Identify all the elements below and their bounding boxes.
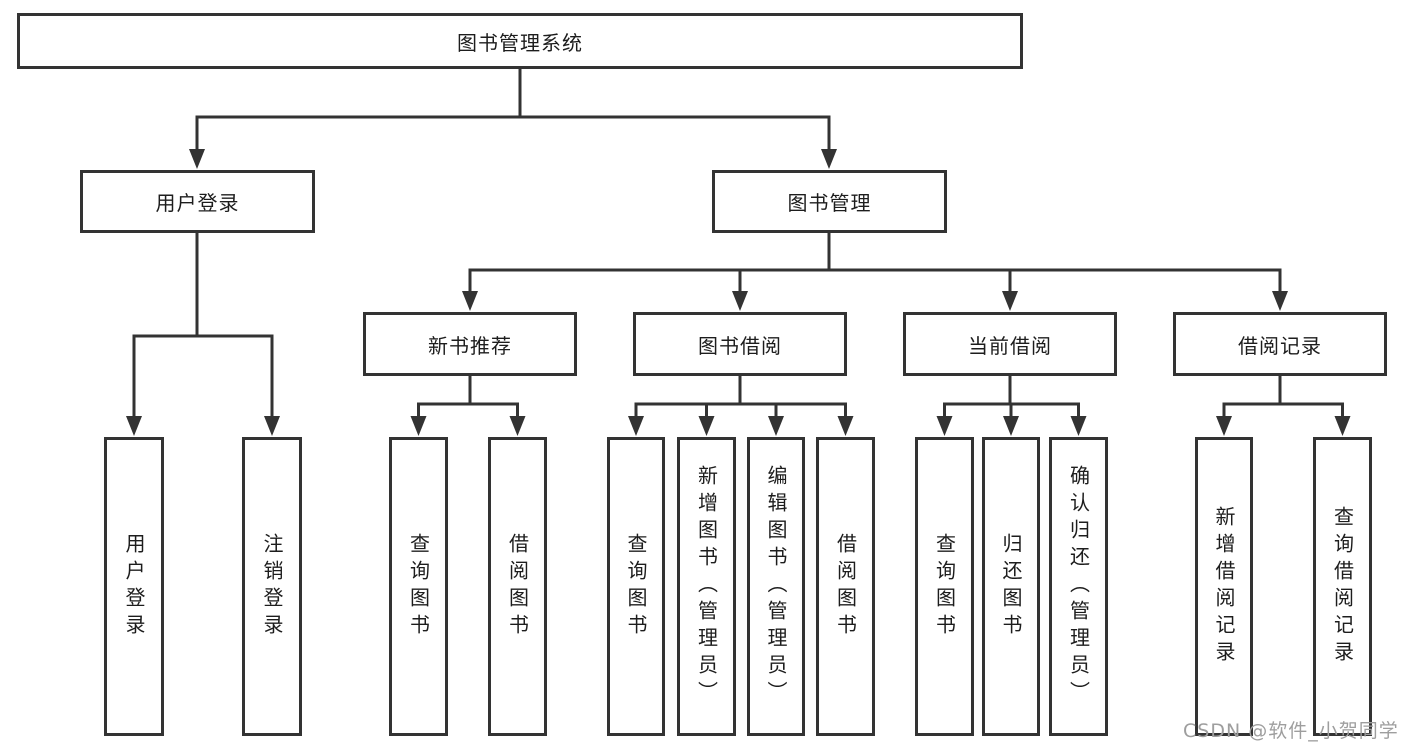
leaf-query-borrow-record: 查询借阅记录 [1313, 437, 1372, 736]
leaf-add-book-admin: 新增图书（管理员） [677, 437, 736, 736]
watermark-text: CSDN @软件_小贺同学 [1183, 720, 1399, 742]
node-current-borrowing: 当前借阅 [903, 312, 1117, 376]
leaf-borrow-books-recommend-label: 借阅图书 [505, 532, 530, 641]
leaf-query-books-borrow-label: 查询图书 [624, 532, 648, 641]
node-book-management: 图书管理 [712, 170, 947, 233]
leaf-return-books-label: 归还图书 [999, 532, 1023, 641]
node-user-login: 用户登录 [80, 170, 315, 233]
leaf-user-login: 用户登录 [104, 437, 164, 736]
connector-book-borrow-fan [634, 376, 847, 419]
leaf-query-books-current: 查询图书 [915, 437, 974, 736]
leaf-add-borrow-record: 新增借阅记录 [1195, 437, 1253, 736]
leaf-borrow-books-borrow: 借阅图书 [816, 437, 875, 736]
leaf-confirm-return-admin: 确认归还（管理员） [1049, 437, 1108, 736]
leaf-logout: 注销登录 [242, 437, 302, 736]
node-borrowing-records: 借阅记录 [1173, 312, 1387, 376]
leaf-add-borrow-record-label: 新增借阅记录 [1212, 505, 1236, 668]
leaf-return-books: 归还图书 [982, 437, 1040, 736]
leaf-query-books-borrow: 查询图书 [607, 437, 665, 736]
connector-root-fan [195, 69, 831, 152]
leaf-add-book-admin-label: 新增图书（管理员） [694, 465, 719, 708]
arrowheads [126, 149, 1351, 436]
leaf-logout-label: 注销登录 [260, 532, 284, 641]
node-book-borrowing: 图书借阅 [633, 312, 847, 376]
connector-book-management-fan [468, 233, 1282, 294]
connector-current-borrow-fan [943, 376, 1080, 419]
leaf-user-login-label: 用户登录 [122, 532, 146, 641]
connector-borrow-record-fan [1222, 376, 1344, 419]
leaf-query-books-recommend-label: 查询图书 [406, 532, 431, 641]
leaf-edit-book-admin: 编辑图书（管理员） [747, 437, 805, 736]
leaf-query-books-recommend: 查询图书 [389, 437, 448, 736]
leaf-query-borrow-record-label: 查询借阅记录 [1330, 505, 1355, 668]
leaf-edit-book-admin-label: 编辑图书（管理员） [764, 465, 788, 708]
connector-new-book-fan [417, 376, 519, 419]
connector-user-login-fan [132, 233, 274, 418]
node-book-management-system: 图书管理系统 [17, 13, 1023, 69]
leaf-borrow-books-borrow-label: 借阅图书 [833, 532, 858, 641]
node-new-book-recommendation: 新书推荐 [363, 312, 577, 376]
leaf-borrow-books-recommend: 借阅图书 [488, 437, 547, 736]
leaf-query-books-current-label: 查询图书 [932, 532, 957, 641]
leaf-confirm-return-admin-label: 确认归还（管理员） [1066, 465, 1091, 708]
